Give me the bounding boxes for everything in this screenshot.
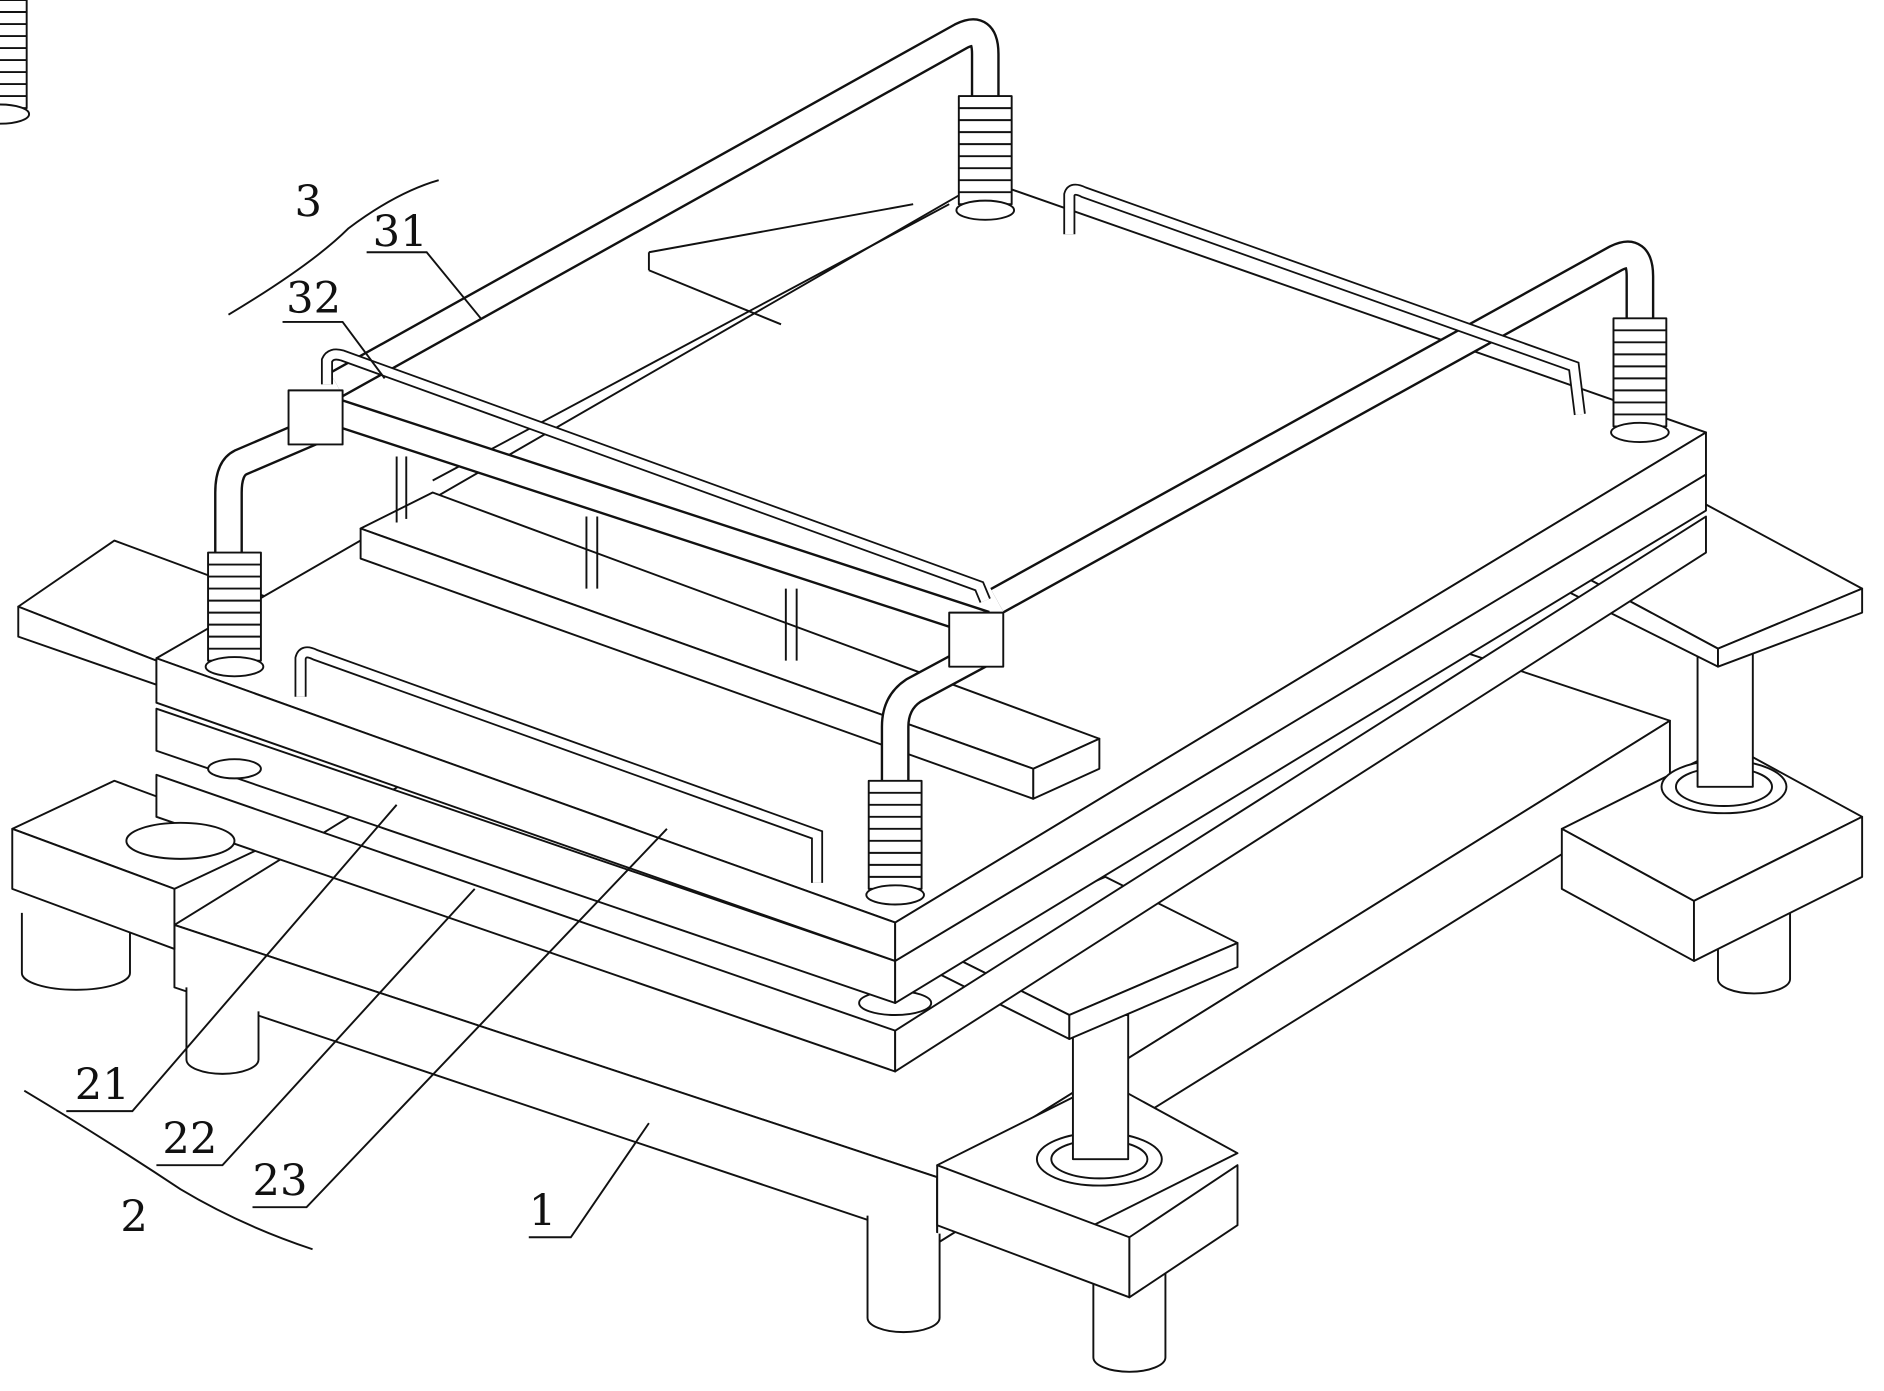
label-21: 21 [75, 1060, 130, 1110]
label-2: 2 [120, 1192, 148, 1242]
label-32: 32 [286, 273, 341, 323]
label-1: 1 [529, 1186, 557, 1236]
label-22: 22 [162, 1114, 217, 1164]
label-23: 23 [253, 1156, 308, 1206]
label-3: 3 [295, 177, 323, 227]
label-31: 31 [373, 207, 428, 257]
